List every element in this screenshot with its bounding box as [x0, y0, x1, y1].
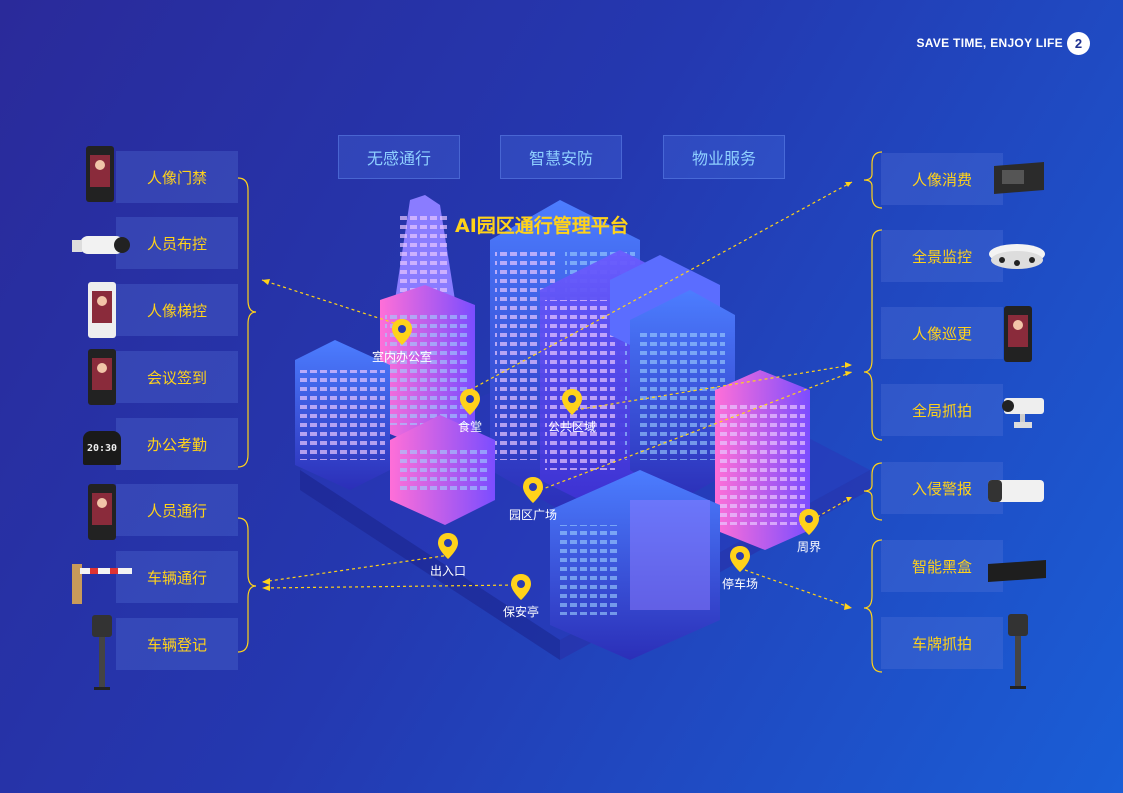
left-item-meeting-signin[interactable]: 会议签到 [116, 351, 238, 403]
left-item-personnel-pass[interactable]: 人员通行 [116, 484, 238, 536]
face-terminal-icon [84, 483, 120, 541]
attendance-clock-icon: 20:30 [80, 428, 124, 468]
location-pin-icon [438, 533, 458, 559]
face-terminal-icon [84, 348, 120, 406]
location-pin-icon [730, 546, 750, 572]
connector-lines [261, 181, 853, 609]
location-pin-icon [523, 477, 543, 503]
right-item-global-capture[interactable]: 全局抓拍 [881, 384, 1003, 436]
tab-property-service[interactable]: 物业服务 [663, 135, 785, 179]
right-item-intrusion-alarm[interactable]: 入侵警报 [881, 462, 1003, 514]
pin-entrance[interactable]: 出入口 [430, 532, 466, 579]
location-pin-icon [511, 574, 531, 600]
barrier-gate-icon [70, 560, 132, 606]
location-pin-icon [799, 509, 819, 535]
plate-camera-icon [88, 613, 116, 691]
left-item-face-door[interactable]: 人像门禁 [116, 151, 238, 203]
left-item-vehicle-pass[interactable]: 车辆通行 [116, 551, 238, 603]
right-item-plate-capture[interactable]: 车牌抓拍 [881, 617, 1003, 669]
right-item-panorama-monitor[interactable]: 全景监控 [881, 230, 1003, 282]
pin-indoor-office[interactable]: 室内办公室 [372, 318, 432, 365]
bullet-camera-icon [72, 228, 134, 262]
left-item-vehicle-register[interactable]: 车辆登记 [116, 618, 238, 670]
pin-perimeter[interactable]: 周界 [797, 508, 821, 555]
tab-seamless-access[interactable]: 无感通行 [338, 135, 460, 179]
panorama-camera-icon [986, 238, 1048, 276]
platform-title: AI园区通行管理平台 [455, 215, 629, 237]
pin-guard-booth[interactable]: 保安亭 [503, 573, 539, 620]
pin-canteen[interactable]: 食堂 [458, 388, 482, 435]
location-pin-icon [562, 389, 582, 415]
left-item-personnel-control[interactable]: 人员布控 [116, 217, 238, 269]
blackbox-icon [986, 556, 1048, 586]
right-item-face-patrol[interactable]: 人像巡更 [881, 307, 1003, 359]
face-terminal-icon [82, 145, 118, 203]
face-terminal-icon [1002, 305, 1034, 363]
page-number: 2 [1067, 32, 1090, 55]
location-pin-icon [392, 319, 412, 345]
pin-parking[interactable]: 停车场 [722, 545, 758, 592]
box-camera-icon [990, 392, 1048, 432]
plate-camera-icon [1004, 612, 1032, 690]
left-item-face-elevator[interactable]: 人像梯控 [116, 284, 238, 336]
tab-smart-security[interactable]: 智慧安防 [500, 135, 622, 179]
clock-display: 20:30 [83, 431, 121, 465]
slogan: SAVE TIME, ENJOY LIFE [916, 36, 1063, 50]
right-item-face-payment[interactable]: 人像消费 [881, 153, 1003, 205]
payment-terminal-icon [990, 160, 1048, 196]
right-item-smart-blackbox[interactable]: 智能黑盒 [881, 540, 1003, 592]
alarm-camera-icon [984, 472, 1048, 512]
face-terminal-icon [84, 281, 120, 339]
left-item-attendance[interactable]: 办公考勤 [116, 418, 238, 470]
location-pin-icon [460, 389, 480, 415]
pin-campus-plaza[interactable]: 园区广场 [509, 476, 557, 523]
pin-public-area[interactable]: 公共区域 [548, 388, 596, 435]
